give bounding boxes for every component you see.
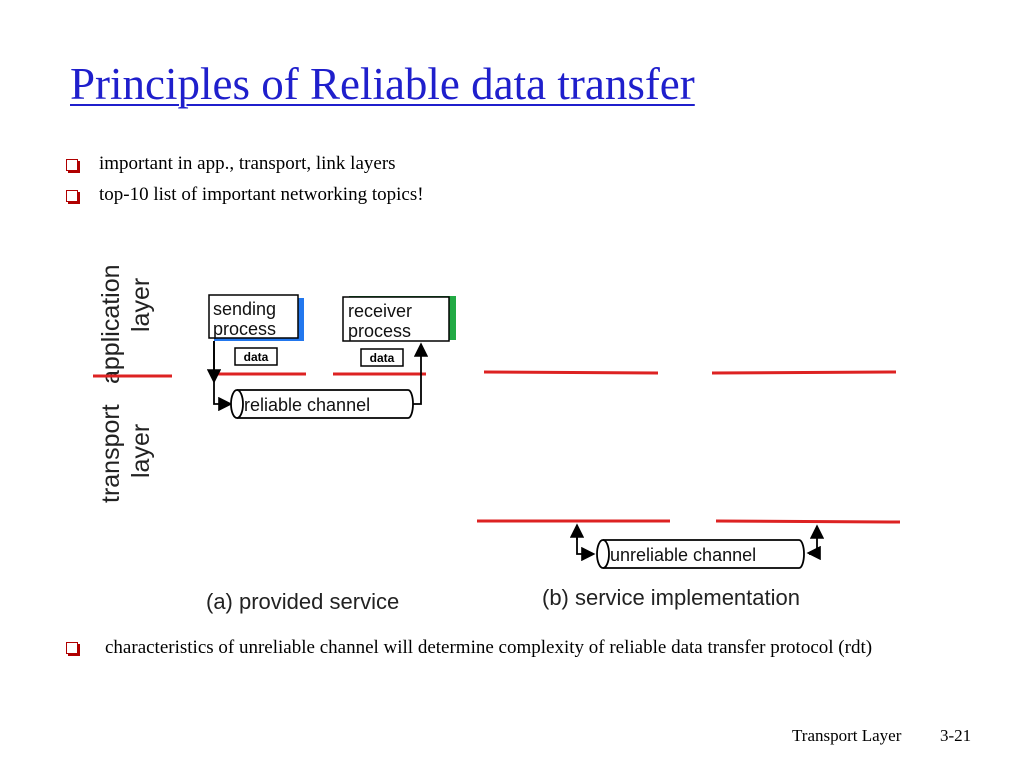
slide-title: Principles of Reliable data transfer <box>70 59 695 109</box>
reliable-channel-pipe: reliable channel <box>230 389 414 419</box>
layer-boundary-line <box>483 370 659 375</box>
application-layer-label: layer <box>127 278 155 332</box>
bullet-list: important in app., transport, link layer… <box>66 153 424 215</box>
footer-slide-number: 3-21 <box>940 726 972 745</box>
application-layer-label: application <box>97 264 125 384</box>
bullet-item: important in app., transport, link layer… <box>66 153 424 184</box>
layer-boundary-line <box>715 519 901 524</box>
checkbox-bullet-icon <box>66 159 78 171</box>
caption-provided-service: (a) provided service <box>206 589 399 614</box>
bullet-item: characteristics of unreliable channel wi… <box>66 636 946 660</box>
data-tag: data <box>234 347 278 366</box>
receiver-process-label: process <box>348 321 411 341</box>
unreliable-channel-pipe: unreliable channel <box>596 539 805 569</box>
data-tag-label: data <box>244 350 269 364</box>
checkbox-bullet-icon <box>66 190 78 202</box>
bullet-text: important in app., transport, link layer… <box>99 153 396 174</box>
udt-send-arrow <box>576 530 596 562</box>
reliable-channel-label: reliable channel <box>244 395 370 415</box>
sending-process-label: sending <box>213 299 276 319</box>
receiver-process-label: receiver <box>348 301 412 321</box>
sending-process-label: process <box>213 319 276 339</box>
sending-process-box: sending process <box>208 294 304 341</box>
receiver-process-box: receiver process <box>342 296 456 342</box>
rdt-diagram: application layer transport layer sendin… <box>93 264 901 614</box>
bullet-text: top-10 list of important networking topi… <box>99 184 424 205</box>
bullet-item: top-10 list of important networking topi… <box>66 184 424 215</box>
bullet-text: characteristics of unreliable channel wi… <box>105 637 873 658</box>
caption-service-implementation: (b) service implementation <box>542 585 800 610</box>
data-tag: data <box>360 348 404 367</box>
checkbox-bullet-icon <box>66 642 78 654</box>
transport-layer-label: layer <box>127 424 155 478</box>
layer-boundary-line <box>711 370 897 375</box>
transport-layer-label: transport <box>97 404 125 503</box>
unreliable-channel-label: unreliable channel <box>610 545 756 565</box>
udt-deliver-arrow <box>809 524 825 555</box>
data-tag-label: data <box>370 351 395 365</box>
footer-section-title: Transport Layer <box>792 726 902 745</box>
